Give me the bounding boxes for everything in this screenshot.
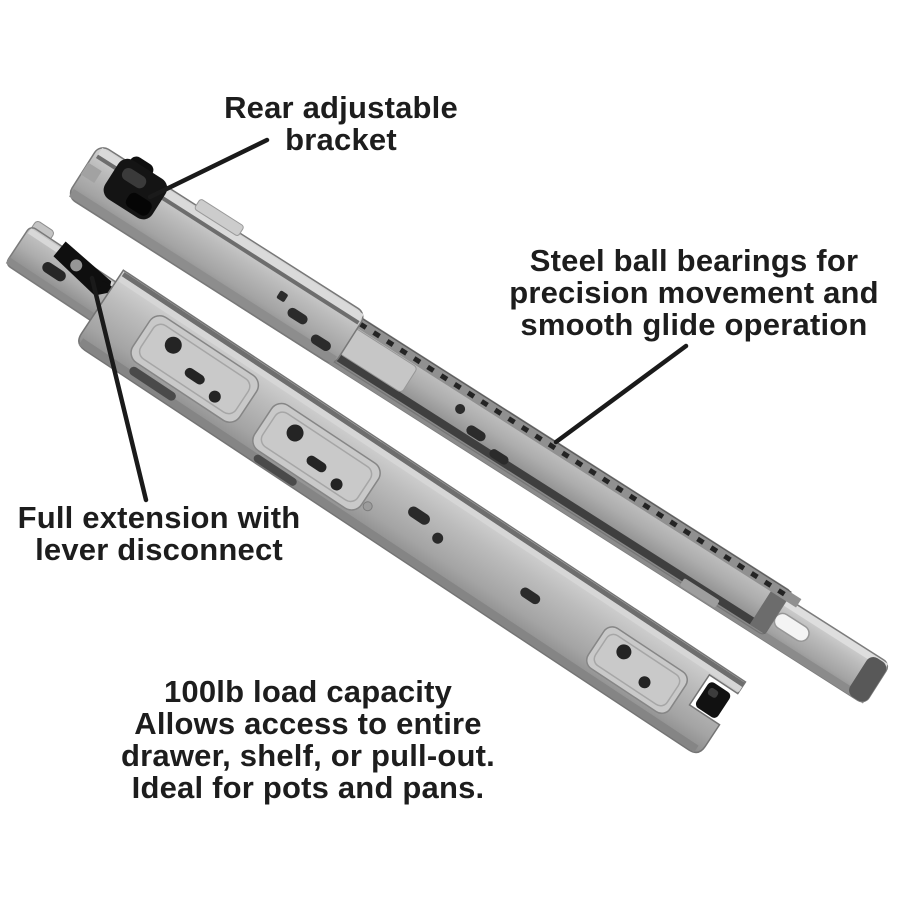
annotation-rear-bracket: Rear adjustable bracket — [224, 92, 458, 156]
mounting-hole — [276, 290, 288, 302]
mounting-hole — [616, 644, 632, 660]
mounting-slot — [408, 506, 430, 525]
leader-line-lever-disconnect — [89, 275, 149, 503]
mounting-slot — [184, 367, 205, 385]
annotation-load-capacity: 100lb load capacity Allows access to ent… — [121, 676, 495, 804]
mounting-hole — [330, 478, 343, 491]
rail-tab — [194, 199, 244, 236]
mounting-hole — [455, 403, 466, 414]
annotation-line: 100lb load capacity — [163, 674, 453, 709]
rail-tab — [680, 578, 720, 608]
annotation-line: Full extension with — [17, 500, 301, 535]
mounting-hole — [638, 676, 651, 689]
annotation-line: drawer, shelf, or pull-out. — [121, 738, 495, 773]
mounting-hole — [432, 532, 444, 544]
mounting-slot — [310, 334, 331, 352]
rivet — [362, 501, 373, 512]
mounting-slot — [287, 307, 308, 325]
leader-lines — [89, 137, 689, 503]
top-slide-cabinet-member — [68, 147, 364, 365]
mounting-slot — [466, 425, 486, 442]
rear-tip-notch — [80, 162, 102, 183]
mounting-slot — [129, 366, 176, 401]
mounting-hole — [286, 424, 304, 442]
annotation-line: bracket — [285, 122, 397, 157]
annotation-line: Rear adjustable — [224, 90, 458, 125]
annotation-line: Ideal for pots and pans. — [131, 770, 485, 805]
annotation-full-extension: Full extension with lever disconnect — [18, 502, 301, 566]
annotation-line: lever disconnect — [35, 532, 283, 567]
mounting-slot — [489, 449, 509, 465]
mounting-slot — [306, 455, 327, 473]
stamped-bracket — [585, 626, 688, 715]
mounting-slot — [253, 454, 297, 486]
mounting-hole — [164, 336, 182, 354]
leader-line-rear-bracket — [147, 137, 270, 200]
annotation-line: Allows access to entire — [134, 706, 482, 741]
ball-bearing-track — [247, 249, 802, 608]
annotation-line: Steel ball bearings for — [529, 243, 859, 278]
mounting-hole — [208, 390, 221, 403]
mounting-slot — [42, 262, 66, 282]
stamped-bracket — [129, 315, 260, 423]
top-slide-end-cap — [849, 657, 887, 702]
leader-line-ball-bearings — [553, 343, 689, 445]
top-drawer-slide — [68, 147, 889, 704]
annotation-line: precision movement and — [509, 275, 879, 310]
end-clip — [695, 682, 731, 718]
rear-adjustable-bracket — [103, 156, 168, 220]
stamped-bracket — [252, 402, 381, 511]
mounting-slot — [520, 587, 541, 605]
bottom-drawer-slide — [5, 221, 747, 754]
annotation-ball-bearings: Steel ball bearings for precision moveme… — [509, 245, 879, 341]
annotation-line: smooth glide operation — [520, 307, 868, 342]
